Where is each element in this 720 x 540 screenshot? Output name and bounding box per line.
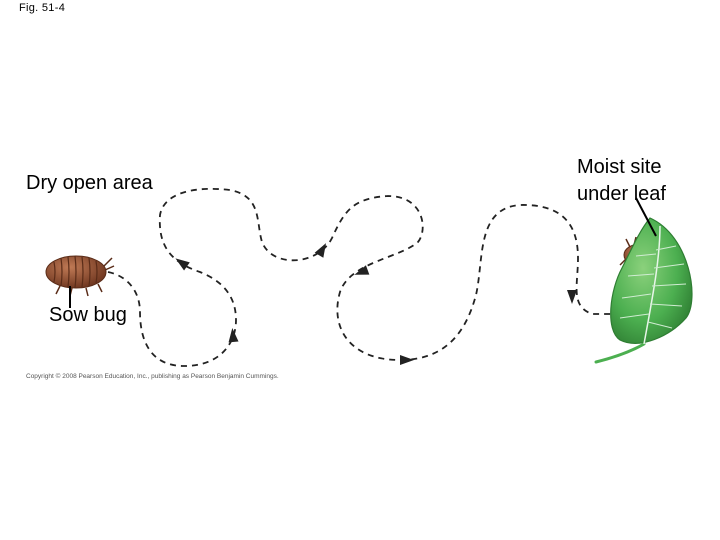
dry-open-area-label: Dry open area	[26, 172, 153, 194]
sow-bug-label: Sow bug	[49, 304, 127, 326]
moist-site-label: Moist site under leaf	[577, 156, 666, 205]
arrow-right-1	[400, 355, 414, 365]
arrow-up-1	[228, 328, 239, 343]
arrow-upleft-1	[175, 258, 190, 271]
arrow-upright-1	[314, 243, 326, 258]
leaf-icon	[594, 217, 693, 364]
arrow-left-1	[354, 265, 370, 275]
moist-site-pointer	[635, 197, 657, 237]
arrow-down-1	[567, 290, 577, 304]
figure-number: Fig. 51-4	[19, 2, 66, 14]
bug-movement-path	[107, 187, 612, 367]
copyright-notice: Copyright © 2008 Pearson Education, Inc.…	[26, 373, 279, 380]
sow-bug-icon	[45, 255, 115, 297]
